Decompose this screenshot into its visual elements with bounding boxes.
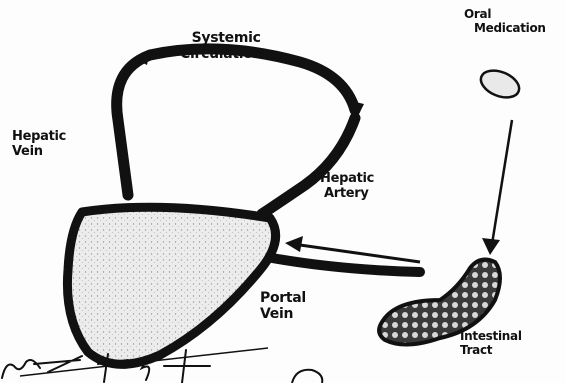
pill-arrowhead-icon bbox=[482, 238, 500, 255]
label-systemic-circulation: Systemic Circulation bbox=[180, 30, 262, 62]
label-hepatic-artery-line2: Artery bbox=[320, 187, 374, 202]
label-portal-vein-line1: Portal bbox=[260, 290, 306, 306]
portal-arrowhead-icon bbox=[285, 236, 303, 252]
label-hepatic-artery: Hepatic Artery bbox=[320, 172, 374, 202]
label-intestinal-tract: Intestinal Tract bbox=[460, 330, 522, 358]
label-systemic-line2: Circulation bbox=[180, 46, 262, 62]
label-hepatic-vein: Hepatic Vein bbox=[12, 130, 66, 160]
label-oral-med-line1: Oral bbox=[462, 8, 546, 22]
label-hepatic-vein-line2: Vein bbox=[12, 145, 66, 160]
label-hepatic-vein-line1: Hepatic bbox=[12, 130, 66, 145]
label-systemic-line1: Systemic bbox=[180, 30, 262, 46]
pill-icon bbox=[477, 65, 523, 102]
liver-icon bbox=[67, 207, 275, 364]
label-oral-med-line2: Medication bbox=[462, 22, 546, 36]
portal-vein-arrow bbox=[300, 245, 420, 262]
label-hepatic-artery-line1: Hepatic bbox=[320, 172, 374, 187]
label-portal-vein-line2: Vein bbox=[260, 306, 306, 322]
handwriting-circle bbox=[292, 370, 322, 383]
pill-arrow-shaft bbox=[492, 120, 512, 244]
label-intestinal-line1: Intestinal bbox=[460, 330, 522, 344]
label-intestinal-line2: Tract bbox=[460, 344, 522, 358]
label-portal-vein: Portal Vein bbox=[260, 290, 306, 322]
label-oral-medication: Oral Medication bbox=[462, 8, 546, 36]
